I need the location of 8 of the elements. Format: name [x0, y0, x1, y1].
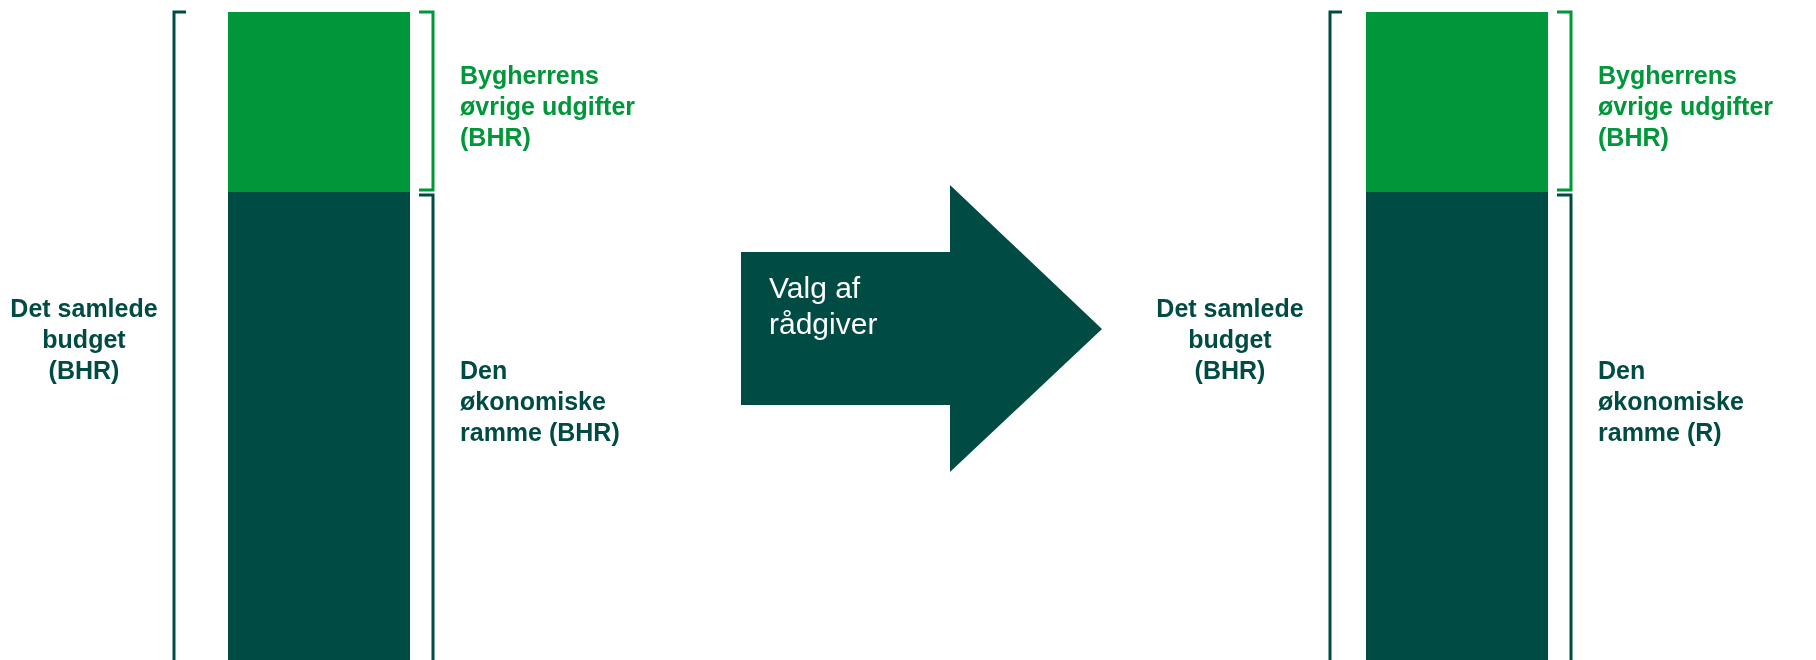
bracket-label: Den økonomiske ramme (BHR) [460, 355, 621, 448]
arrow-label: Valg af rådgiver [769, 270, 879, 342]
bracket-label: Det samlede budget (BHR) [1155, 293, 1305, 386]
bracket-label: Det samlede budget (BHR) [9, 293, 159, 386]
bracket-label: Bygherrens øvrige udgifter (BHR) [460, 60, 636, 153]
bracket-label: Den økonomiske ramme (R) [1598, 355, 1745, 448]
arrow-shape [741, 185, 1103, 473]
bracket-label: Bygherrens øvrige udgifter (BHR) [1598, 60, 1774, 153]
